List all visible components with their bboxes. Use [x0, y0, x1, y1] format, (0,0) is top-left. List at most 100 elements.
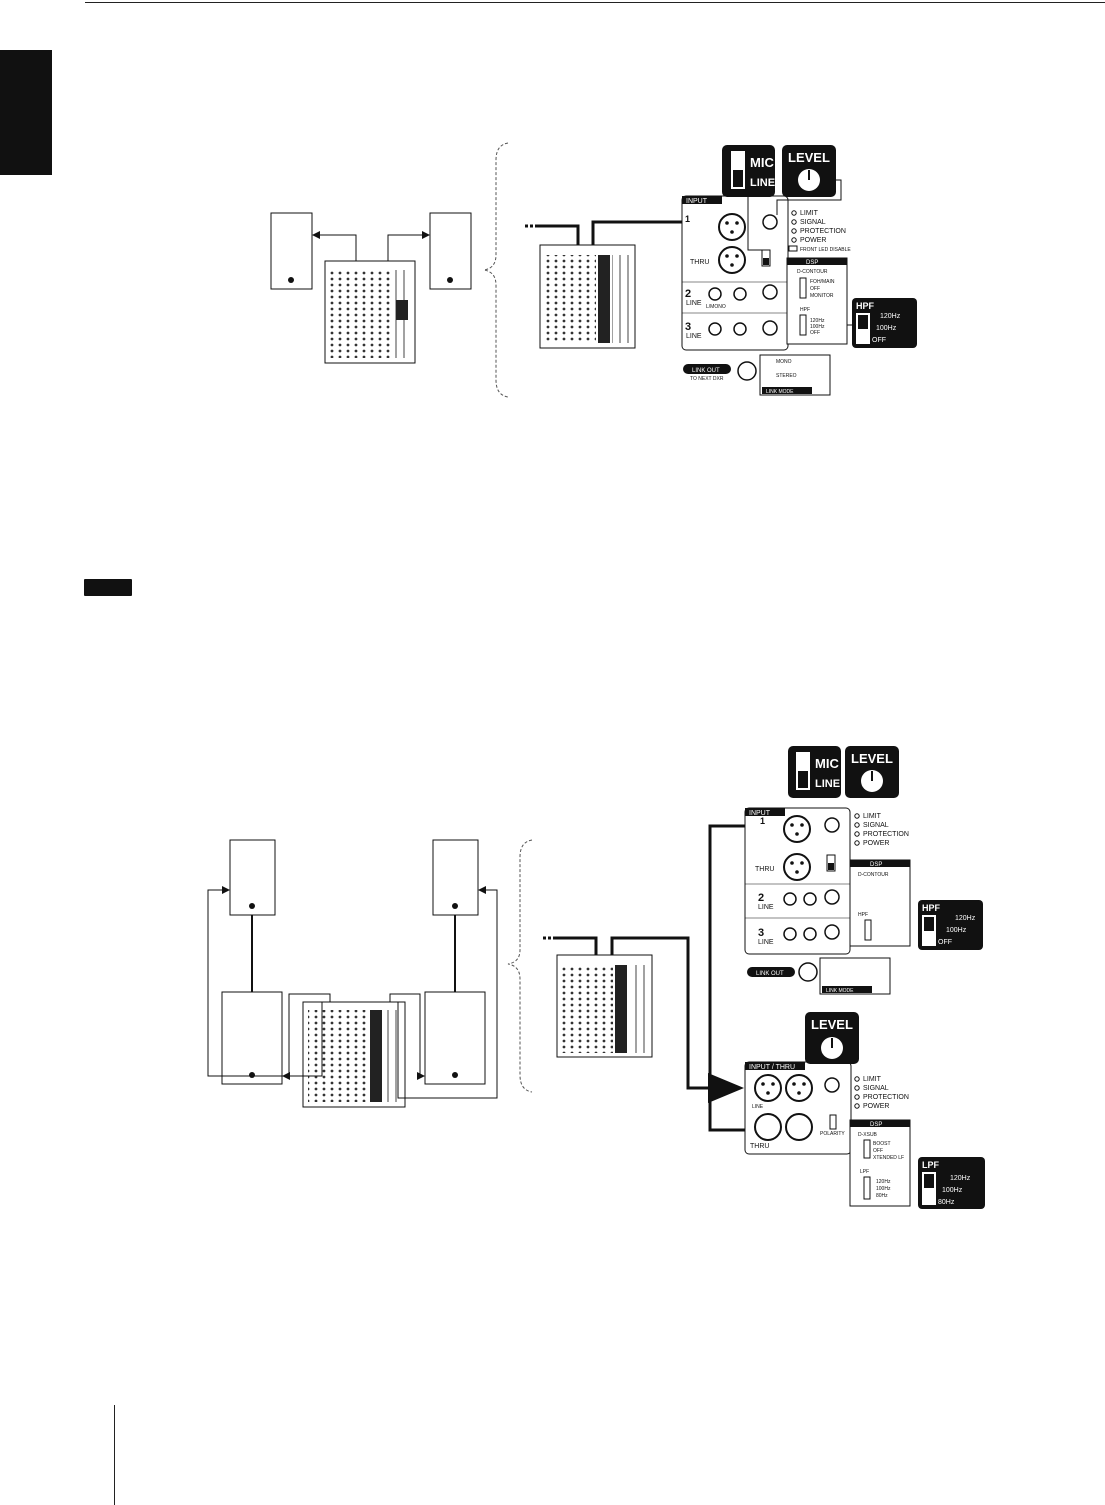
panel-ch3: 3: [685, 321, 691, 333]
sl-limit: LIMIT: [863, 1076, 882, 1083]
bp-ch3: 3: [758, 927, 764, 939]
led-signal: SIGNAL: [800, 219, 826, 226]
xlr-thru[interactable]: [718, 246, 746, 274]
bl-signal: SIGNAL: [863, 822, 889, 829]
panel-ch2-line: LINE: [686, 300, 702, 307]
dcontour-label: D-CONTOUR: [797, 269, 828, 275]
level-knob-1[interactable]: [762, 214, 778, 230]
sl-protection: PROTECTION: [863, 1094, 909, 1101]
bl-limit: LIMIT: [863, 813, 882, 820]
zoom-hpf-100: 100Hz: [876, 325, 897, 332]
xlr-input-1[interactable]: [718, 213, 746, 241]
link-mode-label: LINK MODE: [766, 389, 794, 395]
bottom-dsp-top: DSP D-CONTOUR HPF: [849, 859, 911, 947]
brace-bottom: [507, 839, 533, 1093]
level-knob-2[interactable]: [762, 284, 778, 300]
bottom-sub-right: [424, 991, 486, 1085]
bz-hpf: HPF: [922, 903, 941, 913]
sp-xlr-thru-l[interactable]: [754, 1113, 782, 1141]
top-rule: [85, 2, 1105, 3]
bp-ch2-line: LINE: [758, 904, 774, 911]
bp-input-label: INPUT: [749, 810, 771, 817]
mixer-large: [539, 244, 636, 349]
sd-xtended: XTENDED LF: [873, 1155, 904, 1161]
speaker-right: [429, 212, 472, 290]
bz-level: LEVEL: [851, 751, 893, 766]
bo-link-out: LINK OUT: [756, 971, 784, 977]
sd-off: OFF: [873, 1148, 883, 1154]
sp-level-knob[interactable]: [824, 1077, 840, 1093]
front-led-label: FRONT LED DISABLE: [800, 247, 851, 253]
foh-label: FOH/MAIN: [810, 279, 835, 285]
bp-ch1: 1: [760, 816, 765, 826]
bp-xlr-input[interactable]: [783, 815, 811, 843]
sd-100: 100Hz: [876, 1186, 891, 1192]
panel-thru-label: THRU: [690, 259, 709, 266]
xlr-link-out[interactable]: [737, 361, 757, 381]
sl-power: POWER: [863, 1103, 889, 1110]
level-knob-3[interactable]: [762, 320, 778, 336]
bo-link-mode: LINK MODE: [826, 988, 854, 994]
bd-dcontour: D-CONTOUR: [858, 872, 889, 878]
sd-dxsub: D-XSUB: [858, 1132, 878, 1138]
bp-xlr-thru[interactable]: [783, 853, 811, 881]
jack-r[interactable]: [733, 287, 747, 301]
bottom-callout-mic-line: MIC LINE: [788, 746, 841, 798]
sd-boost: BOOST: [873, 1141, 891, 1147]
sub-callout-level: LEVEL: [805, 1012, 859, 1064]
note-badge: [84, 579, 132, 596]
figure-bottom: INPUT 1 THRU 2 LINE 3 LINE LIMIT: [207, 746, 985, 1209]
monitor-label: MONITOR: [810, 293, 834, 299]
callout-level-top: LEVEL: [776, 145, 842, 215]
sub-dsp: DSP D-XSUB BOOST OFF XTENDED LF LPF 120H…: [849, 1119, 911, 1207]
callout-mic-line-top: MIC LINE: [722, 145, 775, 251]
status-leds-top: LIMIT SIGNAL PROTECTION POWER FRONT LED …: [788, 210, 851, 253]
bd-dsp: DSP: [870, 862, 882, 868]
bottom-leds-top: LIMIT SIGNAL PROTECTION POWER: [854, 813, 909, 847]
bottom-top-speaker-right: [432, 839, 479, 992]
zoom-hpf: HPF: [856, 301, 875, 311]
language-side-tab: [0, 50, 52, 175]
rca-l[interactable]: [708, 322, 722, 336]
footer-rule: [114, 1405, 115, 1505]
zoom-hpf-120: 120Hz: [880, 313, 901, 320]
sz-lpf-120: 120Hz: [950, 1175, 971, 1182]
bd-hpf: HPF: [858, 912, 868, 918]
bl-protection: PROTECTION: [863, 831, 909, 838]
sp-polarity: POLARITY: [820, 1131, 845, 1137]
sz-lpf-100: 100Hz: [942, 1187, 963, 1194]
bottom-mixer-large: [556, 954, 653, 1058]
sp-xlr-r[interactable]: [785, 1074, 813, 1102]
callout-hpf-top: HPF 120Hz 100Hz OFF: [847, 298, 917, 348]
led-power: POWER: [800, 237, 826, 244]
rca-r[interactable]: [733, 322, 747, 336]
sz-lpf-80: 80Hz: [938, 1199, 955, 1206]
bottom-top-speaker-left: [229, 839, 276, 992]
sl-signal: SIGNAL: [863, 1085, 889, 1092]
panel-ch1: 1: [685, 214, 690, 224]
sub-callout-lpf: LPF 120Hz 100Hz 80Hz: [918, 1157, 985, 1209]
sp-xlr-line[interactable]: [754, 1074, 782, 1102]
panel-ch2-mono: L/MONO: [706, 304, 726, 310]
brace-top: [483, 142, 509, 398]
link-out-top: LINK OUT TO NEXT DXR MONO STEREO LINK MO…: [683, 354, 831, 396]
hz100-small: 100Hz: [810, 324, 825, 330]
bottom-callout-level: LEVEL: [845, 746, 899, 798]
to-next-label: TO NEXT DXR: [690, 376, 724, 382]
led-limit: LIMIT: [800, 210, 819, 217]
sd-dsp: DSP: [870, 1122, 882, 1128]
hpf-off-small: OFF: [810, 330, 820, 336]
panel-ch3-line: LINE: [686, 333, 702, 340]
sz-lpf: LPF: [922, 1160, 940, 1170]
sp-xlr-thru-r[interactable]: [785, 1113, 813, 1141]
jack-l-mono[interactable]: [708, 287, 722, 301]
bz-line: LINE: [815, 778, 840, 790]
speaker-left: [270, 212, 313, 290]
mixer-small: [324, 260, 416, 364]
panel-input-label: INPUT: [686, 198, 708, 205]
hz120-small: 120Hz: [810, 318, 825, 324]
sp-thru: THRU: [750, 1143, 769, 1150]
sd-80: 80Hz: [876, 1193, 888, 1199]
bottom-rear-panel-top: INPUT 1 THRU 2 LINE 3 LINE: [744, 807, 851, 955]
